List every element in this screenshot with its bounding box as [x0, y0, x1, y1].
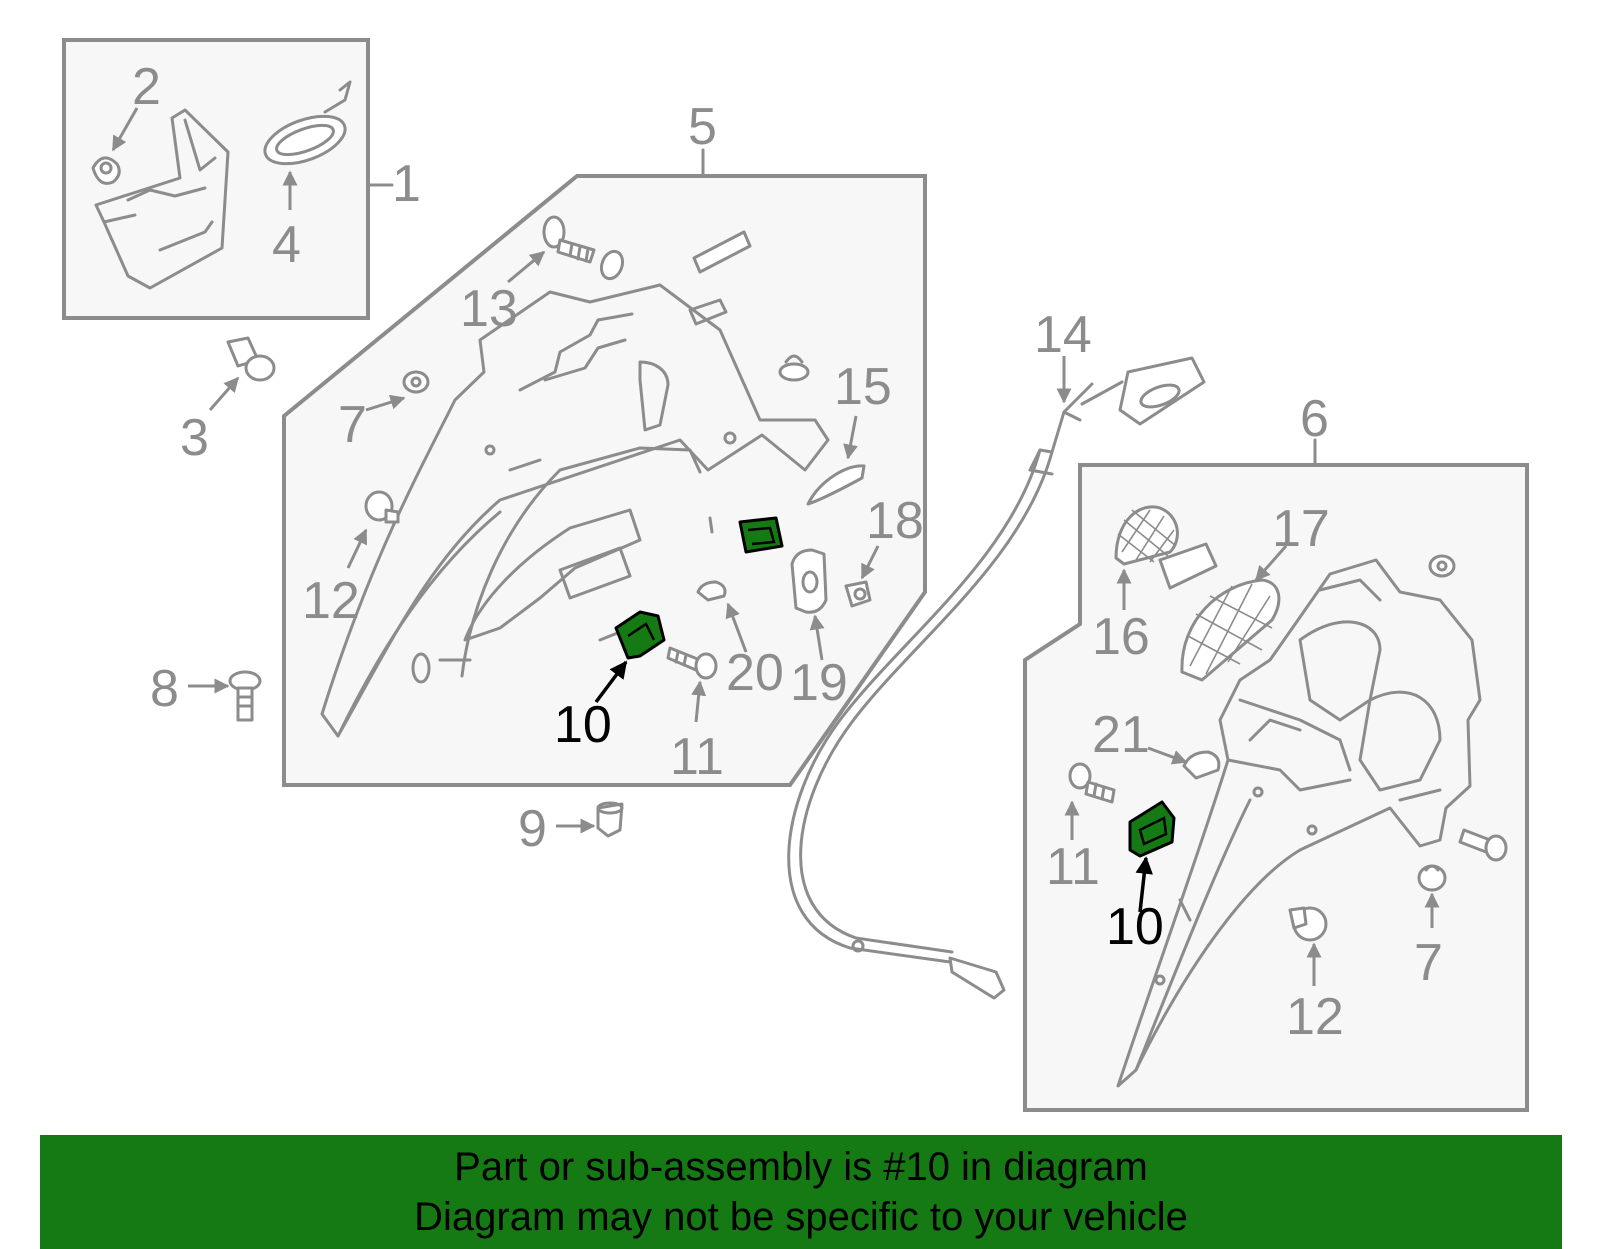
callout-18: 18 [866, 492, 924, 550]
trim-part-15 [806, 464, 866, 506]
arrow-15 [843, 415, 858, 460]
arrow-18 [860, 545, 880, 580]
info-banner: Part or sub-assembly is #10 in diagram D… [40, 1135, 1562, 1249]
arrow-10-left [594, 660, 628, 704]
screw-part-11-left [666, 646, 718, 680]
quarter-trim-panel-right [1116, 558, 1482, 1088]
highlighted-part-10-lower [614, 610, 666, 660]
cap-part [778, 354, 810, 382]
clip-part-12-left [364, 490, 400, 524]
screw-part-right [1458, 828, 1508, 862]
clip-part-2 [91, 156, 121, 185]
mesh-cover-part-16 [1114, 505, 1179, 566]
arrow-17 [1254, 545, 1288, 582]
arrow-19 [809, 614, 825, 661]
callout-12-right: 12 [1286, 988, 1344, 1046]
nut-part-7-right [1417, 864, 1447, 892]
clip-part-21 [1182, 750, 1221, 780]
callout-5: 5 [688, 98, 717, 156]
pad-part [1158, 542, 1218, 590]
grommet-part-4 [263, 80, 352, 166]
callout-21: 21 [1092, 706, 1150, 764]
group-5-box [282, 174, 927, 787]
callout-19: 19 [790, 654, 848, 712]
bracket-part [94, 108, 230, 290]
arrow-20 [725, 602, 748, 653]
callout-16: 16 [1092, 608, 1150, 666]
callout-4: 4 [272, 216, 301, 274]
screw-part-11-right [1068, 762, 1116, 804]
cable-part-14 [787, 356, 1206, 1000]
callout-15: 15 [834, 358, 892, 416]
highlighted-part-10-right [1128, 800, 1176, 858]
trim-strip [692, 230, 752, 274]
callout-10-left: 10 [554, 696, 612, 754]
callout-17: 17 [1272, 500, 1330, 558]
bolt-part-3 [226, 336, 276, 382]
callout-3: 3 [180, 409, 209, 467]
arrow-11-left [691, 680, 707, 723]
callout-7-right: 7 [1414, 934, 1443, 992]
arrow-10-right [1135, 856, 1153, 913]
callout-1: 1 [392, 155, 421, 213]
callout-10-right: 10 [1106, 898, 1164, 956]
callout-8: 8 [150, 660, 179, 718]
clip-part-12-right [1288, 906, 1328, 942]
clip-part-18 [844, 580, 872, 608]
clip-part-9 [596, 801, 624, 838]
nut-part-7-left [402, 370, 430, 394]
arrow-13 [507, 250, 546, 284]
bolt-part-8 [228, 670, 262, 722]
arrow-12-left [346, 528, 368, 569]
arrow-2 [111, 107, 139, 152]
bolt-part-13 [542, 215, 625, 281]
highlighted-part-10-upper [738, 516, 784, 554]
arrow-21 [1147, 746, 1188, 765]
callout-7-left: 7 [338, 396, 367, 454]
callout-9: 9 [518, 800, 547, 858]
cover-part-19 [790, 548, 828, 614]
callout-12-left: 12 [302, 572, 360, 630]
callout-14: 14 [1034, 306, 1092, 364]
callout-13: 13 [460, 280, 518, 338]
callout-11-right: 11 [1046, 838, 1100, 896]
clip-part-20 [696, 580, 727, 602]
callout-6: 6 [1300, 390, 1329, 448]
callout-11-left: 11 [670, 728, 724, 786]
nut-part-right-top [1428, 554, 1456, 578]
banner-line-1: Part or sub-assembly is #10 in diagram [454, 1145, 1148, 1189]
banner-line-2: Diagram may not be specific to your vehi… [414, 1195, 1188, 1239]
arrow-7-left [365, 394, 406, 412]
callout-2: 2 [132, 58, 161, 116]
callout-20: 20 [726, 644, 784, 702]
arrow-3 [208, 376, 240, 411]
